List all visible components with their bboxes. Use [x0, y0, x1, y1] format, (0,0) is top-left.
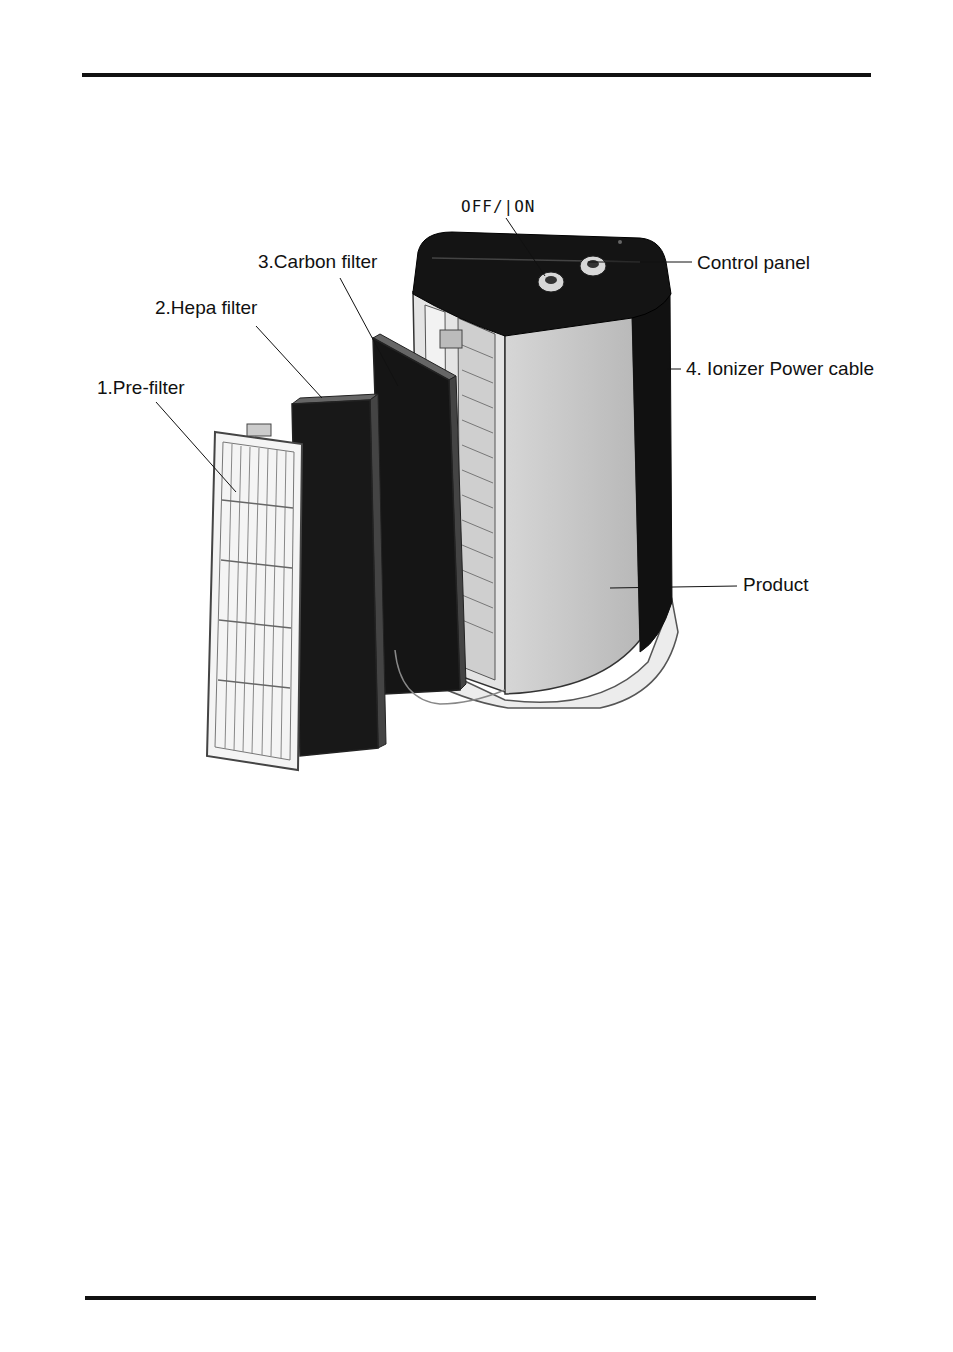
carbon-filter	[373, 334, 505, 704]
leader-lines	[156, 218, 737, 588]
part-label: 1.Pre-filter	[97, 376, 185, 399]
part-label: Product	[743, 573, 808, 596]
switch-label: OFF/|ON	[461, 195, 535, 218]
bottom-rule	[85, 1296, 816, 1300]
top-rule	[82, 73, 871, 77]
part-label: 2.Hepa filter	[155, 296, 257, 319]
part-label: 3.Carbon filter	[258, 250, 377, 273]
hepa-filter	[292, 394, 386, 756]
part-label: 4. Ionizer Power cable	[686, 357, 885, 380]
part-label: Control panel	[697, 251, 810, 274]
